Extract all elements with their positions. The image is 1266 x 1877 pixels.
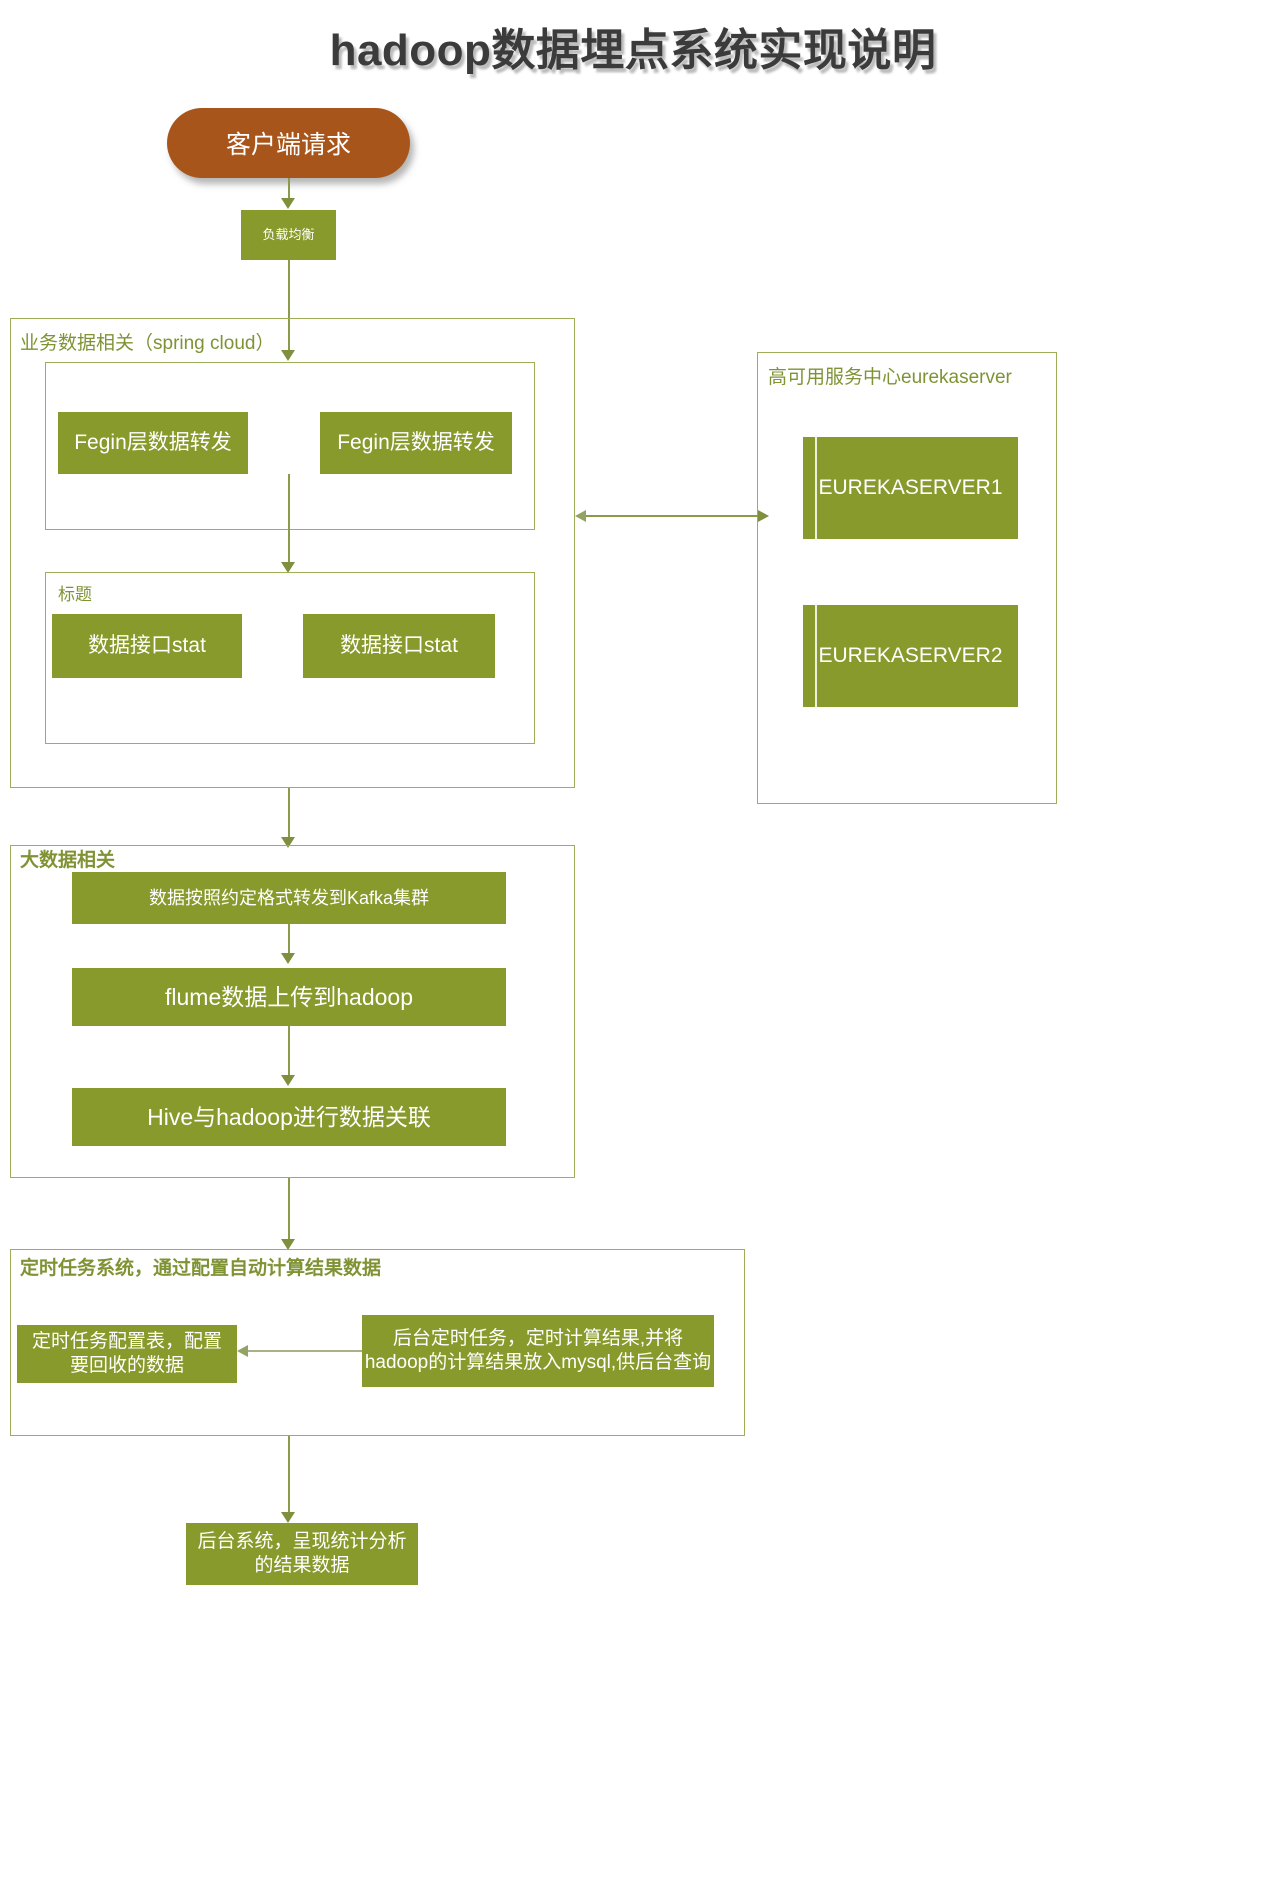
node-kafka-forward[interactable]: 数据按照约定格式转发到Kafka集群 (72, 872, 506, 924)
node-fegin-left[interactable]: Fegin层数据转发 (58, 412, 248, 474)
connector-scheduler-to-backend-system (288, 1436, 290, 1513)
node-eurekaserver1[interactable]: EUREKASERVER1 (803, 437, 1018, 539)
group-bigdata (10, 845, 575, 1178)
connector-business-to-bigdata (288, 788, 290, 846)
node-hive-assoc[interactable]: Hive与hadoop进行数据关联 (72, 1088, 506, 1146)
arrowhead-flume-to-hive (281, 1075, 295, 1086)
connector-lb-to-business (288, 260, 290, 352)
node-client-request[interactable]: 客户端请求 (167, 108, 410, 178)
node-flume-upload[interactable]: flume数据上传到hadoop (72, 968, 506, 1026)
backend-task-line-1: 后台定时任务，定时计算结果,并将 (392, 1328, 684, 1350)
group-bigdata-label: 大数据相关 (20, 850, 116, 871)
node-stat-left[interactable]: 数据接口stat (52, 614, 242, 678)
group-eureka-label: 高可用服务中心eurekaserver (768, 367, 1012, 388)
group-scheduler (10, 1249, 745, 1436)
arrowhead-client-to-lb (281, 198, 295, 209)
node-fegin-right[interactable]: Fegin层数据转发 (320, 412, 512, 474)
group-business-label: 业务数据相关（spring cloud） (20, 333, 275, 354)
arrowhead-fegin-to-stat (281, 562, 295, 573)
node-eurekaserver2[interactable]: EUREKASERVER2 (803, 605, 1018, 707)
connector-bigdata-to-scheduler (288, 1178, 290, 1240)
node-backend-system[interactable]: 后台系统，呈现统计分析 的结果数据 (186, 1523, 418, 1585)
page-title: hadoop数据埋点系统实现说明 (329, 26, 937, 75)
backend-task-line-2: hadoop的计算结果放入mysql,供后台查询 (364, 1352, 712, 1373)
group-fegin-layer (45, 362, 535, 530)
arrowhead-business-to-eureka (758, 510, 769, 522)
connector-flume-to-hive (288, 1026, 290, 1078)
node-stat-right[interactable]: 数据接口stat (303, 614, 495, 678)
node-task-config-table[interactable]: 定时任务配置表，配置 要回收的数据 (17, 1325, 237, 1383)
group-stat-layer-label: 标题 (58, 585, 92, 604)
connector-client-to-lb (288, 178, 290, 200)
group-business (10, 318, 575, 788)
backend-system-line-2: 的结果数据 (254, 1555, 350, 1576)
node-backend-timed-task[interactable]: 后台定时任务，定时计算结果,并将 hadoop的计算结果放入mysql,供后台查… (362, 1315, 714, 1387)
group-eureka (757, 352, 1057, 804)
task-config-line-2: 要回收的数据 (69, 1355, 184, 1376)
arrowhead-kafka-to-flume (281, 953, 295, 964)
arrowhead-lb-to-business (281, 350, 295, 361)
connector-backend-to-config (248, 1350, 362, 1352)
group-scheduler-label: 定时任务系统，通过配置自动计算结果数据 (20, 1258, 382, 1279)
connector-business-eureka (586, 515, 758, 517)
connector-fegin-to-stat (288, 474, 290, 570)
arrowhead-backend-to-config (237, 1345, 248, 1357)
task-config-line-1: 定时任务配置表，配置 (31, 1331, 222, 1353)
arrowhead-business-to-bigdata (281, 837, 295, 848)
arrowhead-bigdata-to-scheduler (281, 1239, 295, 1250)
group-stat-layer (45, 572, 535, 744)
node-load-balance[interactable]: 负载均衡 (241, 210, 336, 260)
backend-system-line-1: 后台系统，呈现统计分析 (197, 1531, 407, 1553)
connector-kafka-to-flume (288, 924, 290, 958)
arrowhead-scheduler-to-backend-system (281, 1512, 295, 1523)
arrowhead-eureka-to-business (575, 510, 586, 522)
